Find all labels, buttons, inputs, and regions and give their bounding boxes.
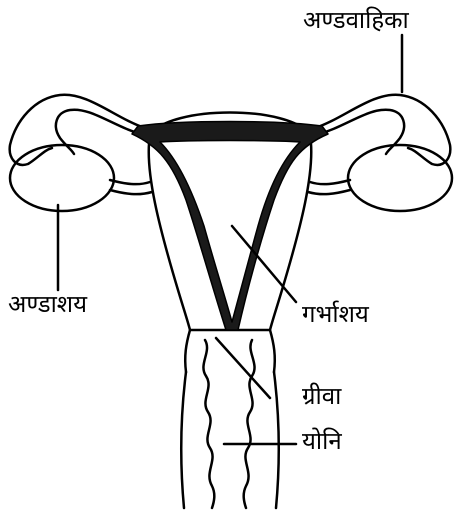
left-fallopian-tube-inner (56, 110, 145, 154)
cervix-right-wall (270, 330, 275, 372)
label-fallopian-tube: अण्डवाहिका (303, 8, 409, 32)
right-ovarian-ligament-lower (308, 190, 350, 194)
left-ovarian-ligament (110, 180, 150, 184)
right-fallopian-tube-inner (315, 110, 404, 154)
label-ovary: अण्डाशय (8, 292, 87, 316)
uterus-cavity (160, 141, 300, 323)
left-fallopian-tube (10, 95, 145, 165)
label-vagina: योनि (302, 429, 342, 453)
vagina-left-inner-wave (203, 340, 214, 508)
label-cervix: ग्रीवा (302, 384, 341, 408)
leader-line-cervix (216, 338, 270, 398)
vagina-left-outer (181, 372, 186, 508)
vagina-right-outer (274, 372, 279, 508)
right-ovarian-ligament (310, 180, 350, 184)
right-ovary (348, 145, 452, 211)
right-fallopian-tube (315, 95, 450, 165)
cervix-left-wall (185, 330, 190, 372)
vagina-right-inner-wave (244, 340, 255, 508)
label-uterus: गर्भाशय (302, 302, 369, 326)
left-ovarian-ligament-lower (110, 190, 152, 194)
left-ovary (10, 145, 114, 211)
